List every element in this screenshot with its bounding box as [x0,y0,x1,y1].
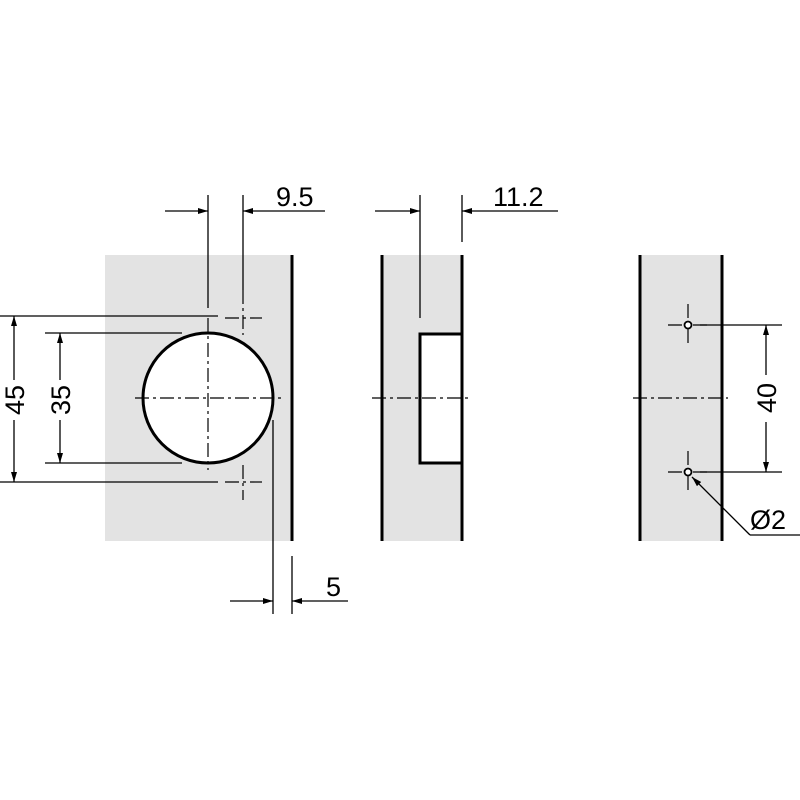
dimension-9-5: 9.5 [165,182,325,308]
dimension-label: Ø2 [750,505,786,535]
dimension-label: 9.5 [276,182,314,212]
dimension-label: 11.2 [493,182,544,212]
dimension-label: 35 [46,385,76,415]
dimension-5: 5 [230,420,348,614]
dimension-45: 45 [0,315,218,483]
front-view: 9.5 45 35 5 [0,182,348,614]
screw-hole-marks [225,290,262,500]
dimension-11-2: 11.2 [375,182,558,318]
dimension-40: 40 [700,324,782,473]
mounting-plate-view: 40 Ø2 [633,255,800,541]
dimension-35: 35 [45,332,182,464]
dimension-hole-diameter: Ø2 [691,476,800,536]
side-view: 11.2 [372,182,558,541]
dimension-label: 45 [0,385,30,415]
dimension-label: 40 [752,383,782,413]
dimension-label: 5 [326,572,341,602]
